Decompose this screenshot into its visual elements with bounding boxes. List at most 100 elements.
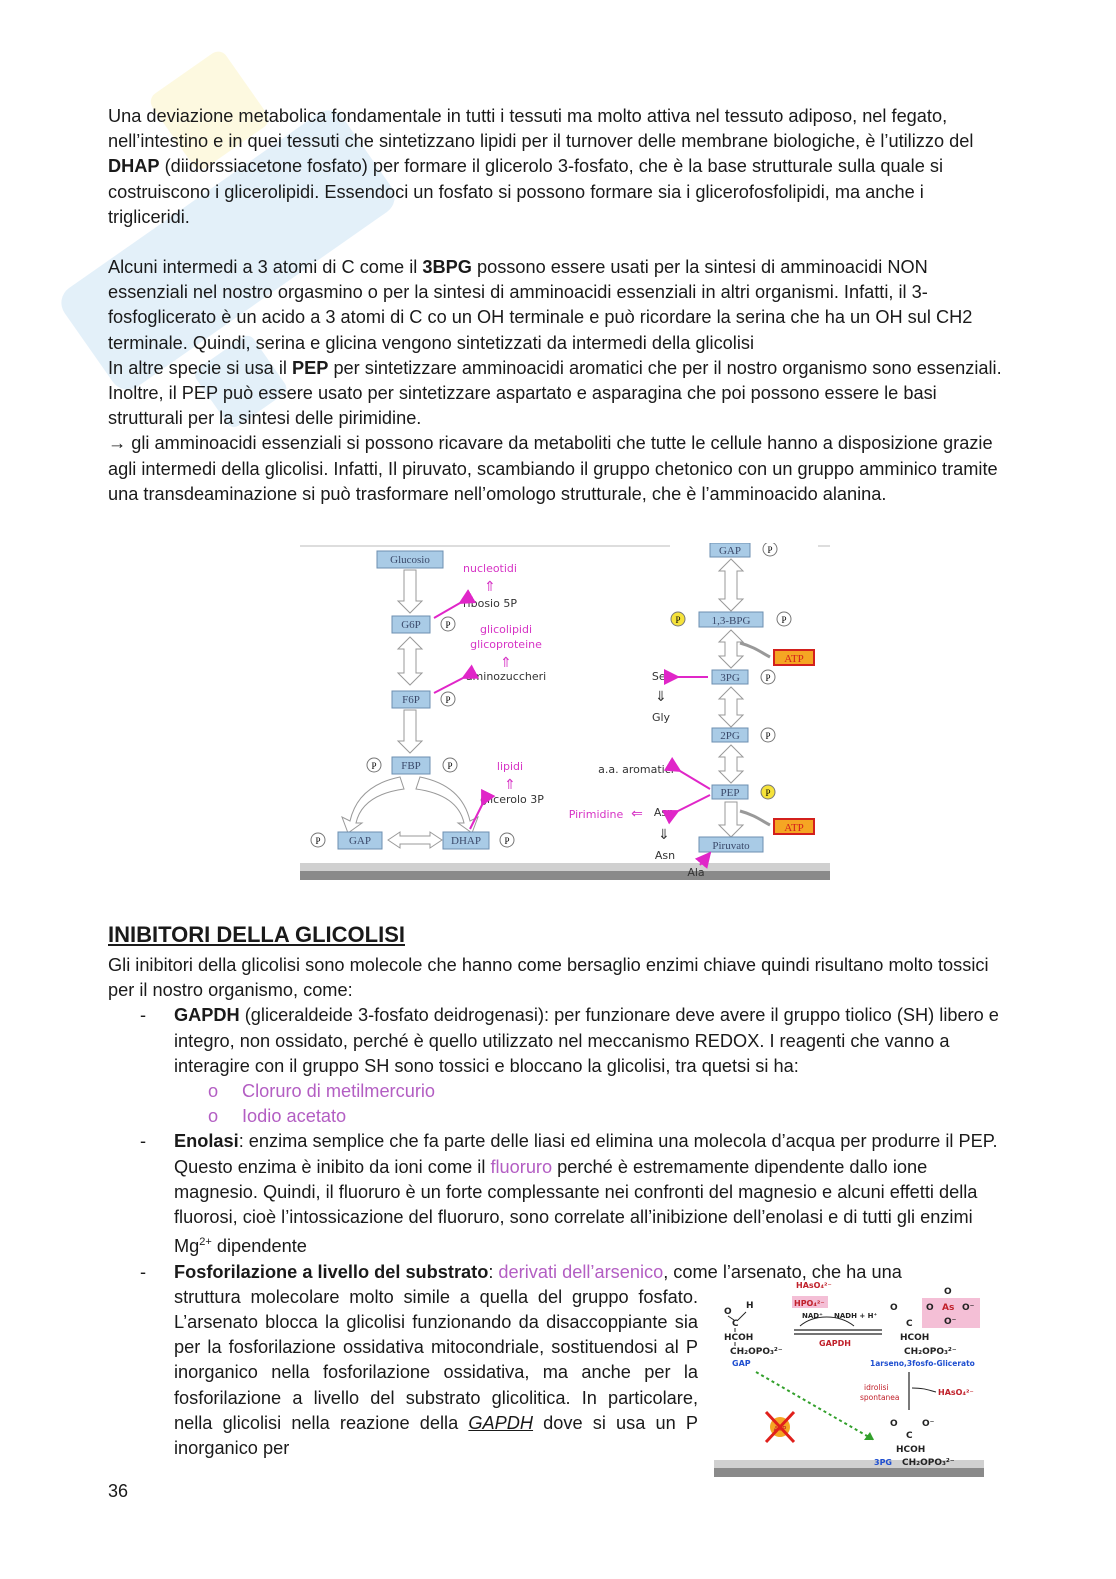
label-atp-2: ATP	[784, 822, 804, 834]
fig2-gap-hcoh: HCOH	[724, 1333, 753, 1343]
sub-item-cloruro: o Cloruro di metilmercurio	[108, 1079, 1008, 1104]
label-gap: GAP	[349, 835, 371, 847]
bullet-dash: -	[140, 1005, 147, 1026]
label-asp: Asp	[654, 806, 674, 819]
p-gap-right: P	[767, 545, 772, 555]
page-number: 36	[108, 1481, 129, 1501]
label-asn: Asn	[655, 849, 675, 862]
paragraph-amminoacidi: → gli amminoacidi essenziali si possono …	[108, 433, 998, 504]
text-iodio: Iodio acetato	[242, 1106, 347, 1127]
box-13bpg	[698, 611, 764, 628]
paragraph-arsenato: struttura molecolare molto simile a quel…	[174, 1286, 698, 1458]
label-piruvato: Piruvato	[712, 840, 750, 852]
fig2-label-arseno: 1arseno,3fosfo-Glicerato	[870, 1359, 975, 1368]
paragraph-3bpg: Alcuni intermedi a 3 atomi di C come il …	[108, 257, 973, 353]
fig2-spontanea: spontanea	[860, 1393, 900, 1402]
arrow-up-nucleotidi: ⇑	[484, 579, 496, 595]
label-nucleotidi: nucleotidi	[463, 562, 517, 575]
term-enolasi: Enolasi	[174, 1131, 239, 1152]
fig2-3pg-c: C	[906, 1431, 913, 1441]
box-piruvato	[698, 836, 764, 853]
label-pirimidine: Pirimidine	[569, 808, 624, 821]
label-pep: PEP	[721, 787, 740, 799]
box-glucosio	[376, 550, 444, 569]
text-gapdh: (gliceraldeide 3-fosfato deidrogenasi): …	[174, 1005, 999, 1076]
p-g6p: P	[445, 620, 450, 630]
bullet-dash: -	[140, 1261, 147, 1282]
label-ser: Ser	[652, 670, 671, 683]
term-gapdh-underlined: GAPDH	[468, 1412, 534, 1433]
term-fosforilazione: Fosforilazione a livello del substrato	[174, 1261, 489, 1282]
fig2-prod-ominus: O⁻	[962, 1303, 975, 1313]
fig2-3pg-o: O	[890, 1419, 898, 1429]
fig2-gap-ch2opo3: CH₂OPO₃²⁻	[730, 1347, 783, 1357]
label-atp-1: ATP	[784, 653, 804, 665]
p-2pg: P	[765, 731, 770, 741]
fig2-hasO4-b: HAsO₄²⁻	[938, 1388, 974, 1397]
paragraph-pep: In altre specie si usa il PEP per sintet…	[108, 357, 1002, 429]
p-13bpg-right: P	[781, 615, 786, 625]
label-g6p: G6P	[401, 619, 421, 631]
label-fbp: FBP	[401, 760, 421, 772]
label-3pg: 3PG	[720, 672, 740, 684]
paragraph-dhap: Una deviazione metabolica fondamentale i…	[108, 106, 974, 227]
fig2-prod-o3: O	[944, 1287, 952, 1297]
arrow-left-pirimidine: ⇐	[631, 806, 643, 822]
label-gly: Gly	[652, 711, 671, 724]
paragraph-intro-inibitori: Gli inibitori della glicolisi sono molec…	[108, 955, 989, 1001]
fig2-prod-c: C	[906, 1319, 913, 1329]
fig2-gap-c: C	[732, 1319, 739, 1329]
label-13bpg: 1,3-BPG	[712, 615, 751, 627]
box-gap	[337, 831, 383, 850]
arrow-up-glico: ⇑	[500, 655, 512, 671]
label-2pg: 2PG	[720, 730, 740, 742]
fig2-nadh: NADH + H⁺	[834, 1312, 878, 1320]
bullet-dash: -	[140, 1131, 147, 1152]
list-item-gapdh: - GAPDH (gliceraldeide 3-fosfato deidrog…	[108, 1003, 1008, 1079]
bullet-circle: o	[208, 1081, 219, 1102]
box-gap-right	[709, 543, 751, 558]
arrow-down-asp: ⇓	[658, 827, 670, 843]
fig2-nad: NAD⁺	[802, 1312, 823, 1320]
list-item-enolasi: - Enolasi: enzima semplice che fa parte …	[140, 1131, 998, 1257]
fig2-label-3pg: 3PG	[874, 1458, 892, 1467]
box-dhap	[442, 831, 490, 850]
p-gap: P	[315, 836, 320, 846]
bullet-circle: o	[208, 1106, 219, 1127]
fig2-hasO4: HAsO₄²⁻	[796, 1281, 832, 1290]
term-fluoruro: fluoruro	[490, 1156, 553, 1177]
arsenate-reaction-figure: O H C HCOH CH₂OPO₃²⁻ GAP HAsO₄²⁻ HPO₄²⁻ …	[714, 1281, 984, 1477]
label-f6p: F6P	[402, 694, 420, 706]
label-ribosio5p: ribosio 5P	[463, 597, 517, 610]
sub-item-iodio: o Iodio acetato	[108, 1104, 1008, 1129]
box-f6p	[391, 690, 431, 709]
label-dhap: DHAP	[451, 835, 481, 847]
section-title: INIBITORI DELLA GLICOLISI	[108, 922, 405, 947]
list-item-fosforilazione: - Fosforilazione a livello del substrato…	[108, 1260, 1008, 1462]
fig2-label-gap: GAP	[732, 1359, 751, 1368]
p-pep: P	[765, 788, 770, 798]
glycolysis-diagram: Glucosio G6P P F6P P FBP P P GAP P DHAP …	[300, 543, 830, 880]
box-atp-2	[773, 818, 815, 835]
label-glicerolo3p: glicerolo 3P	[480, 793, 544, 806]
p-fbp-left: P	[371, 761, 376, 771]
text-block-intro: Una deviazione metabolica fondamentale i…	[108, 104, 1008, 507]
label-lipidi: lipidi	[497, 760, 523, 773]
label-aa-aromatici: a.a. aromatici	[598, 763, 674, 776]
p-13bpg-left: P	[675, 615, 680, 625]
fig2-prod-o4: O⁻	[944, 1317, 957, 1327]
label-glucosio: Glucosio	[390, 554, 430, 566]
term-arsenico: derivati dell’arsenico	[498, 1261, 664, 1282]
fig2-hpo4: HPO₄²⁻	[794, 1299, 825, 1308]
fig2-prod-o: O	[890, 1303, 898, 1313]
arrow-up-lipidi: ⇑	[504, 777, 516, 793]
fig2-3pg-ch2opo3: CH₂OPO₃²⁻	[902, 1458, 955, 1468]
box-atp-1	[773, 649, 815, 666]
label-gap-right: GAP	[719, 545, 741, 557]
label-ala: Ala	[687, 866, 704, 879]
fig2-prod-o2: O	[926, 1303, 934, 1313]
fig2-3pg-ominus: O⁻	[922, 1419, 935, 1429]
box-3pg	[711, 669, 749, 685]
fig2-gap-o: O	[724, 1307, 732, 1317]
p-f6p: P	[445, 695, 450, 705]
